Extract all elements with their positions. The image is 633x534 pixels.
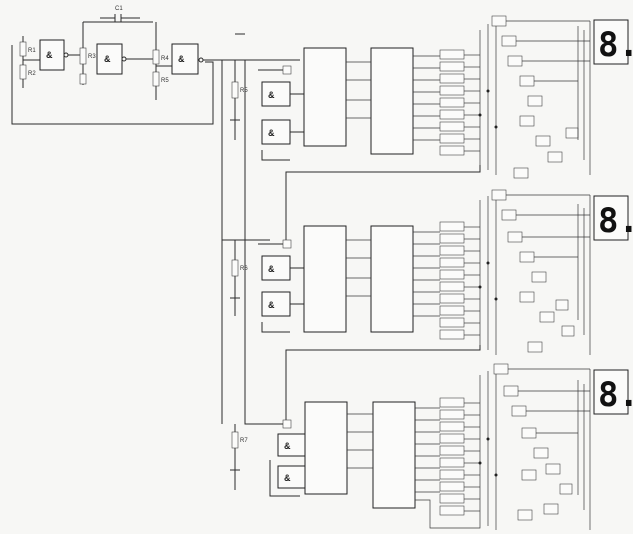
gate-symbol: & xyxy=(178,54,185,64)
seven-segment-display xyxy=(593,369,629,415)
resistor-r2 xyxy=(19,64,27,80)
seven-segment-display xyxy=(593,19,629,65)
nand-gate xyxy=(171,43,199,75)
gate-symbol: & xyxy=(268,90,275,100)
gate-symbol: & xyxy=(284,473,291,483)
and-gate xyxy=(261,119,291,145)
resistor-r5 xyxy=(152,71,160,87)
gate-symbol: & xyxy=(268,128,275,138)
decoder-ic xyxy=(372,401,416,509)
resistor-label: R7 xyxy=(240,438,248,444)
resistor xyxy=(231,259,239,277)
oscillator-block: R1 R2 & R3 C1 & R4 R5 xyxy=(11,6,214,125)
and-gate xyxy=(261,255,291,281)
nand-gate xyxy=(96,43,123,75)
counter-ic xyxy=(304,401,348,495)
resistor xyxy=(231,81,239,99)
and-gate xyxy=(277,465,307,489)
gate-symbol: & xyxy=(268,300,275,310)
counter-stage-2: R6 & & xyxy=(230,189,633,420)
resistor-label: R5 xyxy=(240,88,248,94)
resistor xyxy=(231,431,239,449)
resistor-label: R1 xyxy=(28,48,36,54)
decoder-ic xyxy=(370,225,414,333)
gate-symbol: & xyxy=(284,441,291,451)
and-gate xyxy=(261,81,291,107)
counter-stage-3: R7 & & xyxy=(230,363,633,530)
resistor-label: R6 xyxy=(240,266,248,272)
display-digit: 8. xyxy=(598,25,633,65)
capacitor-label: C1 xyxy=(115,6,123,12)
display-digit: 8. xyxy=(598,201,633,241)
gate-symbol: & xyxy=(104,54,111,64)
resistor-r4 xyxy=(152,49,160,65)
counter-ic xyxy=(303,47,347,147)
resistor-r1 xyxy=(19,41,27,57)
gate-symbol: & xyxy=(268,264,275,274)
resistor-label: R5 xyxy=(161,78,169,84)
and-gate xyxy=(261,291,291,317)
decoder-ic xyxy=(370,47,414,155)
resistor-label: R3 xyxy=(88,54,96,60)
counter-ic xyxy=(303,225,347,333)
seven-segment-display xyxy=(593,195,629,241)
resistor-r3 xyxy=(79,47,87,65)
resistor-label: R4 xyxy=(161,56,169,62)
counter-stage-1: R5 & & xyxy=(230,15,633,240)
gate-symbol: & xyxy=(46,50,53,60)
display-digit: 8. xyxy=(598,375,633,415)
nand-gate xyxy=(39,39,65,71)
resistor-label: R2 xyxy=(28,71,36,77)
and-gate xyxy=(277,433,307,457)
